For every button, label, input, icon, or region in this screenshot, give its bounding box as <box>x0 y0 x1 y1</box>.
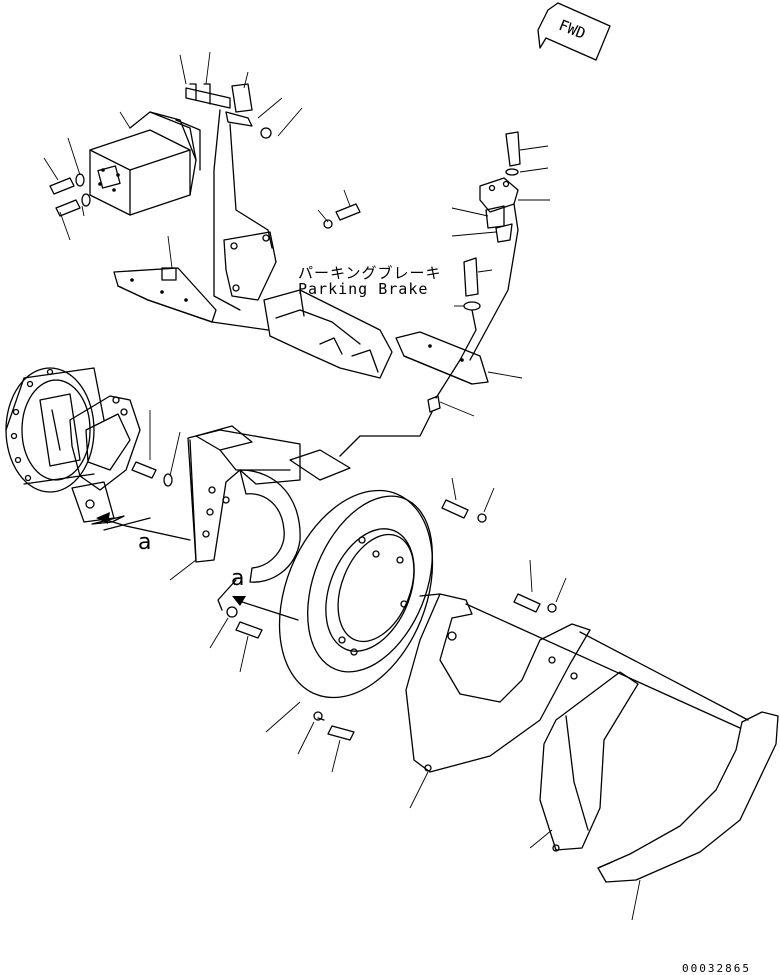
leader-line <box>211 321 269 331</box>
parking-brake-caliper <box>263 289 393 379</box>
brake-mounting-bracket <box>223 231 277 301</box>
brake-pad-left <box>113 235 217 323</box>
brake-housing <box>69 395 191 541</box>
motor-bolts <box>43 111 131 241</box>
hub-bolt <box>131 431 181 487</box>
hydraulic-motor <box>89 111 201 216</box>
parking-brake-label-jp: パーキングブレーキ <box>298 264 442 282</box>
brake-disc <box>265 489 434 733</box>
fwd-arrow-icon <box>537 2 611 61</box>
reference-arrows <box>96 512 299 621</box>
dust-cover <box>405 593 591 809</box>
guide-pin <box>339 395 475 457</box>
bolt-right <box>435 257 493 399</box>
disc-bracket <box>169 425 351 583</box>
outer-cover <box>465 603 779 921</box>
document-code: 00032865 <box>682 962 751 975</box>
reference-mark-a-secondary: a <box>231 566 245 591</box>
axle-hub <box>5 367 105 493</box>
lower-bolts <box>209 579 263 673</box>
parking-brake-label: Parking Brake <box>298 280 429 298</box>
brake-shield <box>529 671 639 852</box>
bracket-bolt <box>317 189 361 229</box>
upper-right-bracket <box>451 131 550 361</box>
reference-mark-a: a <box>138 530 152 555</box>
disc-bolts <box>297 477 567 773</box>
brake-pad-right <box>395 331 523 385</box>
motor-bracket-parts <box>179 51 303 311</box>
